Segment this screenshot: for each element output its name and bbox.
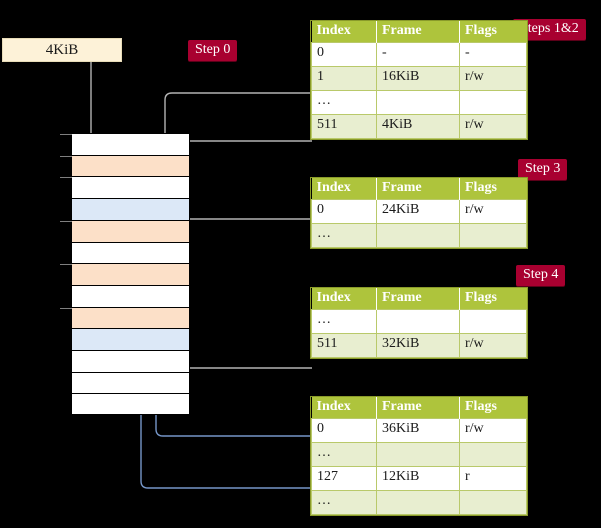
table-cell-frame [376, 490, 460, 515]
table-cell-index: 511 [311, 114, 377, 139]
badge-steps-1-2: Steps 1&2 [513, 19, 586, 40]
column-header-frame: Frame [376, 178, 460, 200]
memory-frame-row [60, 154, 190, 177]
table-cell-frame: 16KiB [376, 66, 460, 91]
table-row: … [311, 223, 527, 248]
table-cell-index: … [311, 90, 377, 115]
table-row: … [311, 309, 527, 334]
column-header-flags: Flags [459, 178, 527, 200]
memory-frame-row [71, 371, 190, 394]
column-header-index: Index [311, 397, 377, 419]
table-cell-index: … [311, 309, 377, 334]
memory-frame-row [71, 198, 190, 221]
table-cell-index: 0 [311, 42, 377, 67]
memory-frame-row [71, 241, 190, 264]
table-cell-index: … [311, 490, 377, 515]
column-header-flags: Flags [459, 21, 527, 43]
column-header-frame: Frame [376, 397, 460, 419]
table-row: … [311, 442, 527, 467]
table-cell-flags: r/w [459, 199, 527, 224]
table-cell-frame [376, 223, 460, 248]
table-cell-flags [459, 90, 527, 115]
memory-frame-row [71, 350, 190, 372]
table-cell-index: 511 [311, 333, 377, 358]
table-cell-flags [459, 309, 527, 334]
badge-step-0: Step 0 [188, 40, 238, 61]
table-cell-frame [376, 309, 460, 334]
table-cell-index: … [311, 223, 377, 248]
wire-t2-row0-to-memory [168, 218, 312, 260]
table-cell-index: 0 [311, 418, 377, 443]
column-header-index: Index [311, 288, 377, 310]
column-header-index: Index [311, 178, 377, 200]
memory-tick-mark [60, 177, 72, 179]
table-cell-frame: 12KiB [376, 466, 460, 491]
table-cell-flags: r/w [459, 333, 527, 358]
table-cell-flags: - [459, 42, 527, 67]
table-cell-frame [376, 442, 460, 467]
table-cell-flags: r/w [459, 66, 527, 91]
memory-frame-row [60, 263, 190, 286]
column-header-frame: Frame [376, 21, 460, 43]
memory-tick-mark [60, 220, 72, 222]
table-cell-index: 0 [311, 199, 377, 224]
table-cell-frame: 24KiB [376, 199, 460, 224]
column-header-index: Index [311, 21, 377, 43]
memory-frame-row [71, 284, 190, 307]
table-cell-index: 127 [311, 466, 377, 491]
table-cell-frame [376, 90, 460, 115]
memory-tick-mark [60, 307, 72, 309]
table-cell-flags: r [459, 466, 527, 491]
table-cell-frame: 32KiB [376, 333, 460, 358]
memory-frame-row [71, 393, 190, 416]
memory-tick-mark [60, 264, 72, 266]
wire-t3-row511-to-memory [162, 308, 312, 369]
table-cell-index: 1 [311, 66, 377, 91]
source-frame-label: 4KiB [45, 42, 79, 58]
memory-frame-row [71, 328, 190, 351]
memory-frame-row [60, 219, 190, 242]
memory-frame-row [60, 306, 190, 329]
table-cell-frame: 4KiB [376, 114, 460, 139]
badge-step-4: Step 4 [516, 265, 566, 286]
column-header-flags: Flags [459, 397, 527, 419]
table-cell-frame: 36KiB [376, 418, 460, 443]
table-cell-frame: - [376, 42, 460, 67]
wire-t1-row511-hook [171, 140, 312, 154]
table-cell-flags [459, 223, 527, 248]
table-cell-flags: r/w [459, 114, 527, 139]
memory-frame-row [60, 133, 190, 155]
table-row: 0-- [311, 42, 527, 67]
table-cell-flags: r/w [459, 418, 527, 443]
table-row: … [311, 490, 527, 515]
table-cell-flags [459, 442, 527, 467]
table-row: … [311, 90, 527, 115]
column-header-flags: Flags [459, 288, 527, 310]
physical-memory-bar [60, 133, 190, 416]
table-cell-flags [459, 490, 527, 515]
table-cell-index: … [311, 442, 377, 467]
memory-tick-mark [60, 134, 72, 135]
source-frame-box: 4KiB [2, 38, 122, 62]
memory-tick-mark [60, 155, 72, 157]
badge-step-3: Step 3 [518, 159, 568, 180]
memory-frame-row [60, 176, 190, 199]
column-header-frame: Frame [376, 288, 460, 310]
